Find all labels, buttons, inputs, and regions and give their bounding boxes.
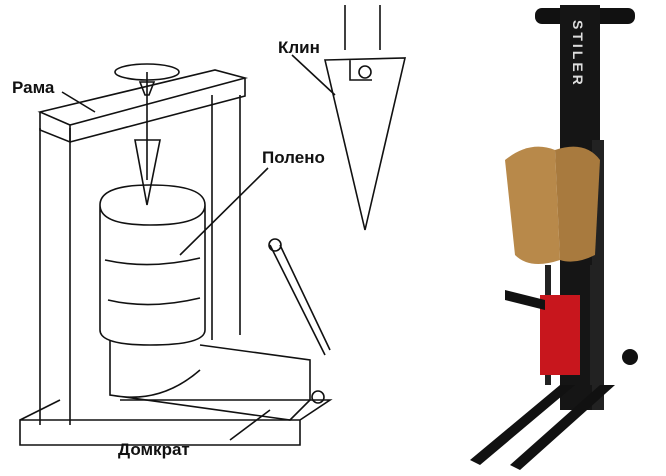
label-wedge: Клин: [278, 38, 320, 57]
label-frame: Рама: [12, 78, 55, 97]
label-log: Полено: [262, 148, 325, 167]
label-jack: Домкрат: [118, 440, 190, 459]
wedge-detail: [323, 5, 407, 231]
jack: [109, 340, 311, 421]
base: [19, 399, 333, 446]
photo-splitter: [470, 5, 638, 470]
wedge-small: [134, 139, 161, 206]
right-column: [211, 95, 241, 340]
left-column: [39, 128, 71, 425]
sketch-splitter: [19, 5, 407, 446]
log: [99, 184, 206, 346]
jack-lever: [269, 244, 331, 356]
brand-logo: STILER: [570, 20, 586, 88]
frame-beam: [37, 69, 249, 144]
